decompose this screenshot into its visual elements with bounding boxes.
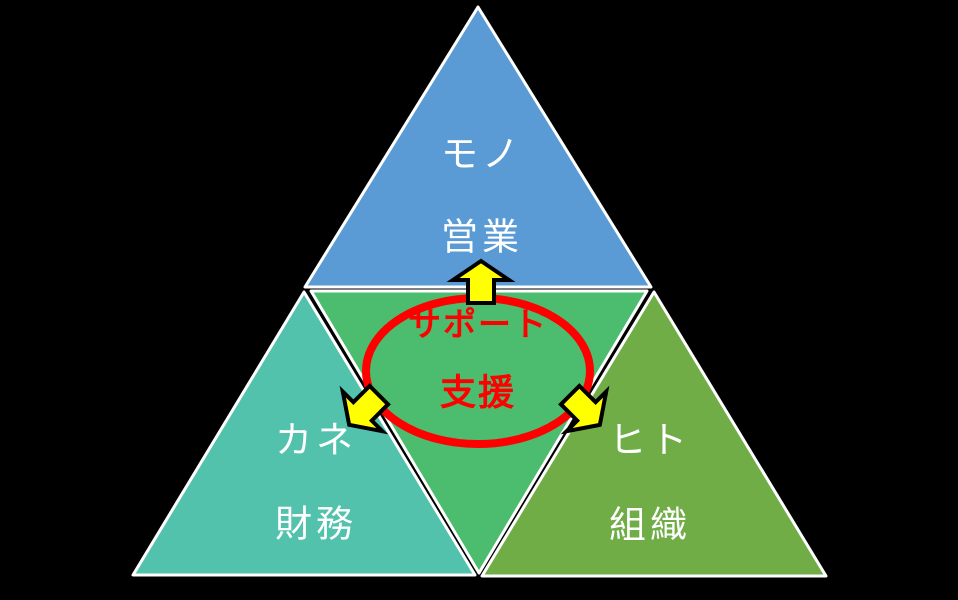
left-triangle-resource-label: カネ xyxy=(275,419,357,462)
left-triangle-dept-label: 財務 xyxy=(275,503,357,546)
right-triangle-dept-label: 組織 xyxy=(609,504,691,547)
down-left-arrow-icon xyxy=(339,383,391,435)
support-labels: サポート 支援 xyxy=(408,305,548,414)
arrow-group xyxy=(339,258,610,435)
right-triangle-resource-label: ヒト xyxy=(609,419,691,462)
top-triangle-dept-label: 営業 xyxy=(441,216,523,259)
down-right-arrow-icon xyxy=(558,383,610,435)
left-triangle xyxy=(131,290,477,577)
right-triangle xyxy=(480,290,828,578)
up-arrow-icon xyxy=(446,258,516,305)
support-label-line2: 支援 xyxy=(440,373,516,414)
triangle-group xyxy=(131,5,828,578)
triangle-labels: モノ 営業 カネ 財務 ヒト 組織 xyxy=(275,133,691,547)
support-label-line1: サポート xyxy=(408,305,548,344)
top-triangle-resource-label: モノ xyxy=(441,133,523,176)
